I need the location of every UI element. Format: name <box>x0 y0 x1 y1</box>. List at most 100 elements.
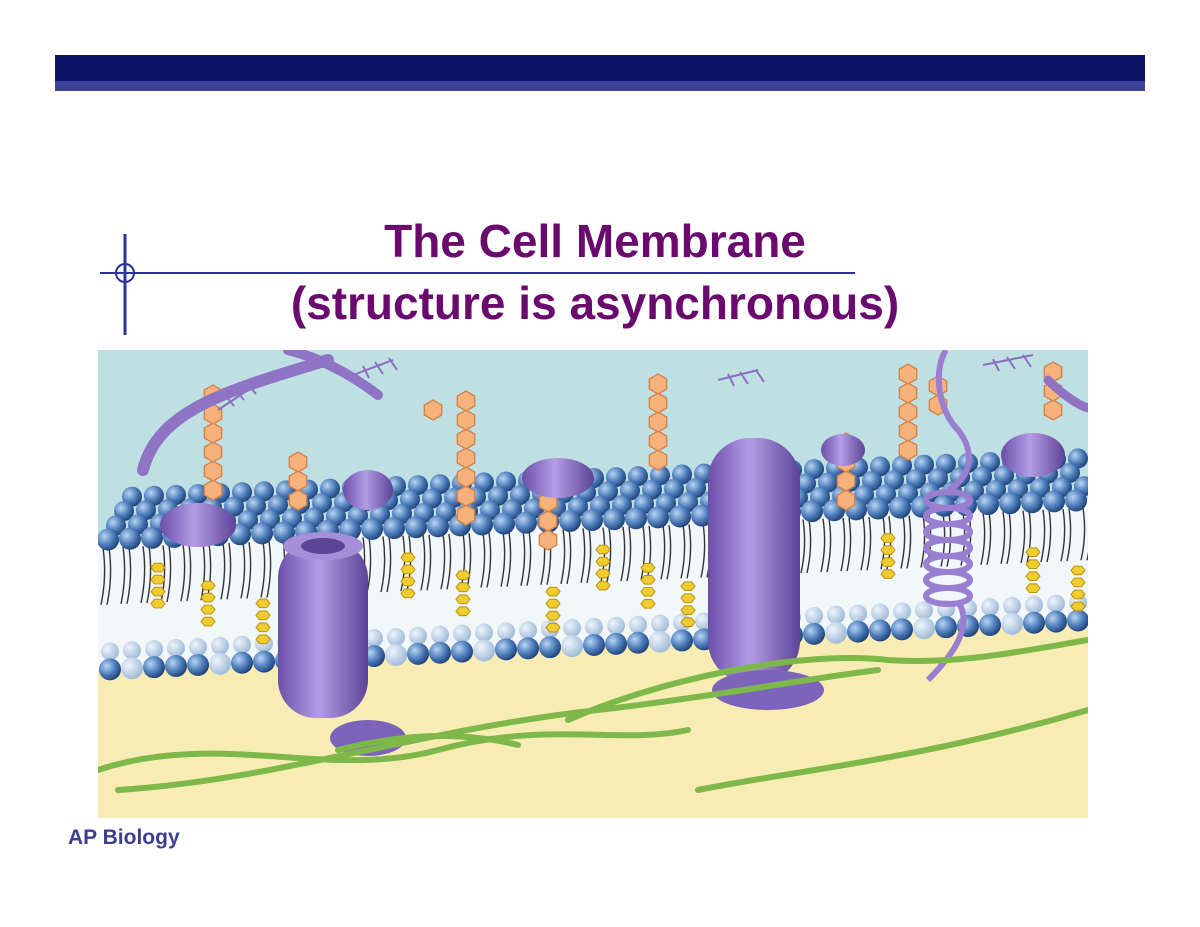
lipid-tail <box>106 547 112 605</box>
phospholipid-head <box>801 500 823 523</box>
cholesterol-ring <box>400 576 416 587</box>
lipid-tail <box>700 523 706 578</box>
sugar-unit <box>456 504 476 526</box>
cholesterol-ring <box>545 622 561 633</box>
sugar-unit <box>538 510 558 532</box>
sugar-unit <box>423 399 443 421</box>
phospholipid-head <box>1067 609 1088 632</box>
cholesterol-ring <box>1070 577 1086 588</box>
lipid-tail <box>440 533 446 590</box>
sugar-unit <box>456 447 476 469</box>
phospholipid-head <box>627 631 649 654</box>
phospholipid-head <box>497 622 515 641</box>
phospholipid-head <box>98 528 119 551</box>
cholesterol-ring <box>455 594 471 605</box>
phospholipid-head <box>915 601 933 620</box>
phospholipid-head <box>119 527 141 550</box>
lipid-tail <box>820 518 826 573</box>
phospholipid-head <box>1023 611 1045 634</box>
phospholipid-head <box>493 512 515 535</box>
sugar-unit <box>288 470 308 492</box>
phospholipid-head <box>649 630 671 653</box>
cholesterol-ring <box>680 581 696 591</box>
cholesterol-ring <box>595 544 611 555</box>
cholesterol-ring <box>255 610 271 621</box>
sugar-unit <box>898 420 918 442</box>
lipid-tail <box>260 541 266 598</box>
sugar-unit <box>456 428 476 450</box>
phospholipid-head <box>121 657 143 680</box>
lipid-tail <box>386 536 392 593</box>
sugar-unit <box>898 382 918 404</box>
lipid-tail <box>1020 510 1026 564</box>
sugar-unit <box>288 451 308 473</box>
lipid-tail <box>420 534 426 591</box>
phospholipid-head <box>407 642 429 665</box>
lipid-tail <box>1040 509 1046 563</box>
cholesterol-ring <box>1025 583 1041 594</box>
phospholipid-head <box>847 620 869 643</box>
cholesterol-ring <box>640 574 656 585</box>
title-crosshair-decoration <box>100 234 855 335</box>
sugar-unit <box>538 529 558 551</box>
cholesterol-ring <box>1025 571 1041 582</box>
lipid-tail <box>200 543 206 601</box>
header-bar <box>55 55 1145 81</box>
cholesterol-ring <box>640 562 656 573</box>
sugar-unit <box>836 470 856 492</box>
lipid-tail <box>580 528 586 584</box>
phospholipid-head <box>825 621 847 644</box>
phospholipid-head <box>141 526 163 549</box>
lipid-tail <box>186 544 192 602</box>
phospholipid-head <box>405 516 427 539</box>
phospholipid-head <box>143 656 165 679</box>
phospholipid-head <box>607 616 625 635</box>
sugar-unit <box>898 401 918 423</box>
phospholipid-head <box>581 509 603 532</box>
phospholipid-head <box>981 597 999 616</box>
cholesterol-ring <box>200 592 216 603</box>
extracellular-fibers <box>217 354 1034 411</box>
title-line-2: (structure is asynchronous) <box>290 277 900 329</box>
sugar-unit <box>648 430 668 452</box>
lipid-tail <box>666 525 672 580</box>
title-line-1: The Cell Membrane <box>384 215 806 267</box>
lipid-tail <box>800 519 806 574</box>
extracellular-fiber-tube <box>1043 375 1088 413</box>
cholesterol-ring <box>680 593 696 603</box>
phospholipid-head <box>935 616 957 639</box>
phospholipid-head <box>913 617 935 640</box>
phospholipid-head <box>187 653 209 676</box>
cholesterol-ring <box>880 533 896 543</box>
phospholipid-head <box>651 614 669 633</box>
phospholipid-head <box>563 619 581 638</box>
lipid-tail <box>640 525 646 581</box>
cholesterol-ring <box>255 598 271 609</box>
sugar-unit <box>1043 399 1063 421</box>
sugar-unit <box>456 409 476 431</box>
lipid-tail <box>980 512 986 565</box>
cholesterol-ring <box>455 582 471 593</box>
lipid-tail <box>586 528 592 584</box>
phospholipid-head <box>559 509 581 532</box>
cholesterol-ring <box>880 545 896 555</box>
sugar-unit <box>836 489 856 511</box>
lipid-tail <box>380 536 386 593</box>
cholesterol-ring <box>880 569 896 579</box>
lipid-tail <box>846 517 852 572</box>
lipid-tail <box>506 531 512 587</box>
cholesterol-ring <box>150 598 166 609</box>
phospholipid-head <box>1043 490 1065 513</box>
phospholipid-head <box>231 651 253 674</box>
cholesterol-ring <box>255 634 271 645</box>
sugar-unit <box>648 411 668 433</box>
lipid-tail <box>406 535 412 592</box>
lipid-tail <box>486 532 492 588</box>
phospholipid-head <box>1003 596 1021 615</box>
phospholipid-head <box>519 621 537 640</box>
cholesterol-ring <box>400 564 416 575</box>
phospholipid-head <box>251 522 273 545</box>
sugar-unit <box>203 441 223 463</box>
lipid-tail <box>860 516 866 571</box>
phospholipid-head <box>1045 610 1067 633</box>
